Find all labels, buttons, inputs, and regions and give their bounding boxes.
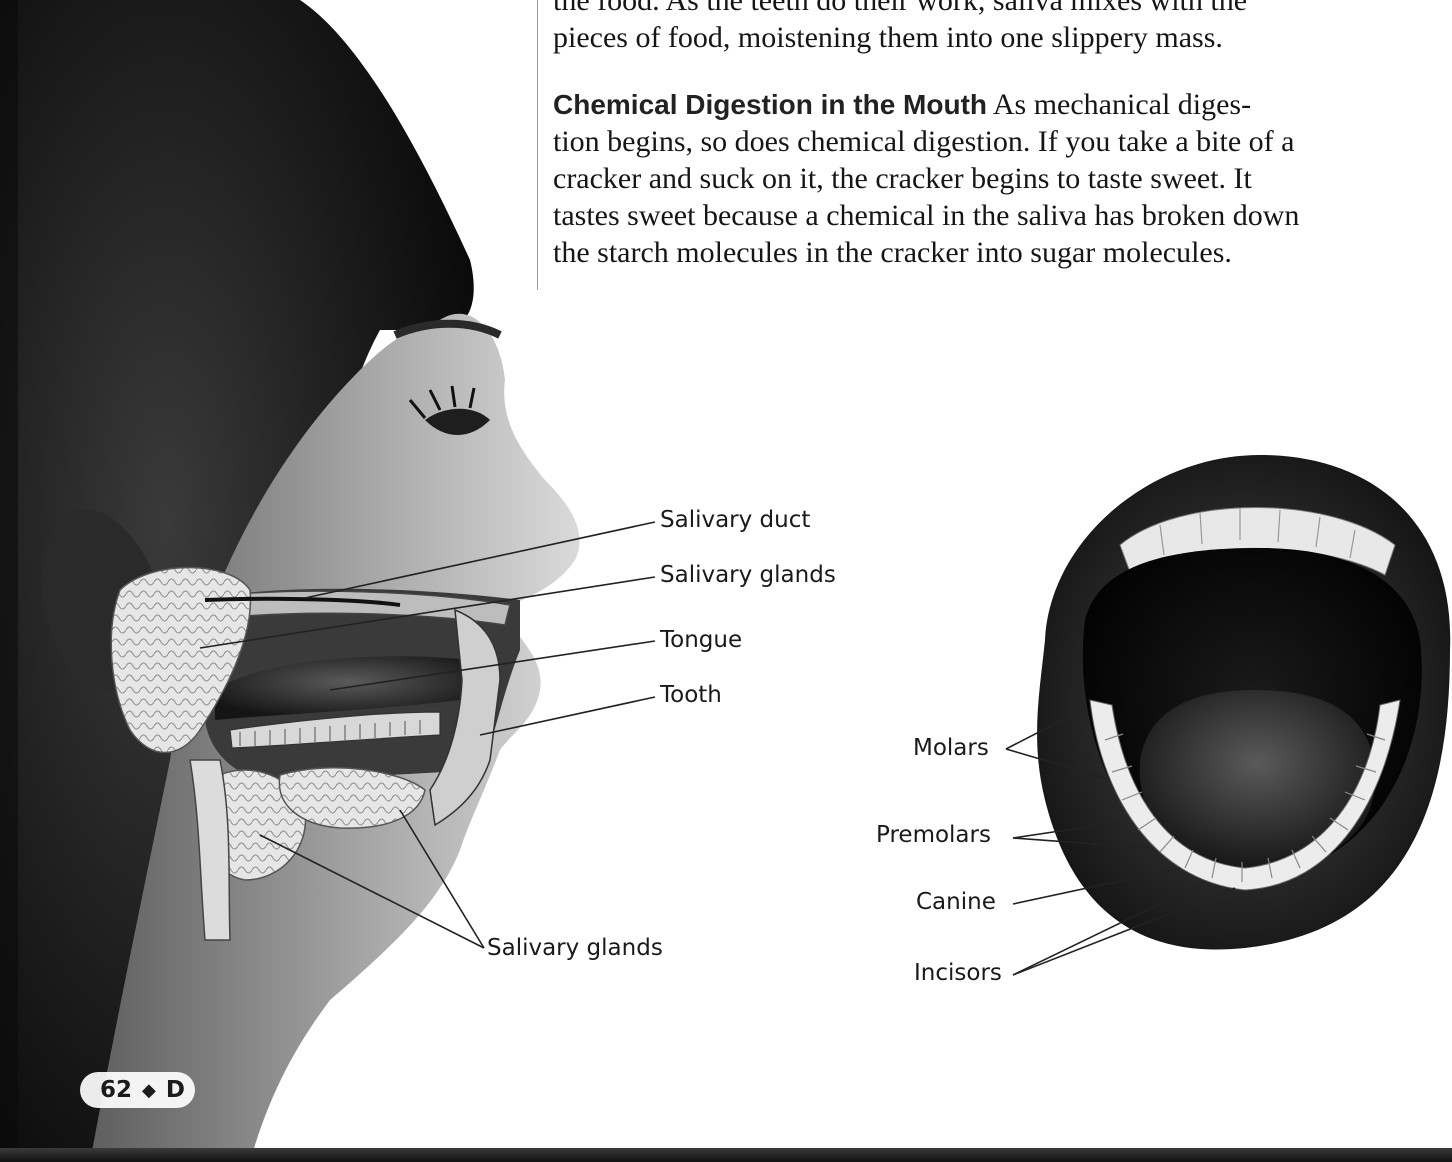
binding-shadow <box>0 0 18 1162</box>
label-salivary-glands-lower: Salivary glands <box>487 935 663 961</box>
label-molars: Molars <box>913 735 989 761</box>
paragraph-saliva: the food. As the teeth do their work, sa… <box>553 0 1415 56</box>
label-tooth: Tooth <box>660 682 722 708</box>
label-incisors: Incisors <box>914 960 1002 986</box>
label-canine: Canine <box>916 889 996 915</box>
column-divider <box>537 0 538 290</box>
label-salivary-glands-upper: Salivary glands <box>660 562 836 588</box>
page-bottom-edge <box>0 1148 1452 1162</box>
diamond-icon: ◆ <box>142 1080 156 1101</box>
label-salivary-duct: Salivary duct <box>660 507 810 533</box>
page-folio: 62 ◆ D <box>80 1072 195 1108</box>
head-illustration <box>0 0 580 1162</box>
section-heading: Chemical Digestion in the Mouth <box>553 89 987 120</box>
label-tongue: Tongue <box>660 627 742 653</box>
section-letter: D <box>166 1077 185 1103</box>
label-premolars: Premolars <box>876 822 991 848</box>
page-number: 62 <box>100 1077 132 1103</box>
paragraph-chemical-digestion: Chemical Digestion in the Mouth As mecha… <box>553 86 1415 271</box>
open-mouth-illustration <box>1037 455 1450 950</box>
